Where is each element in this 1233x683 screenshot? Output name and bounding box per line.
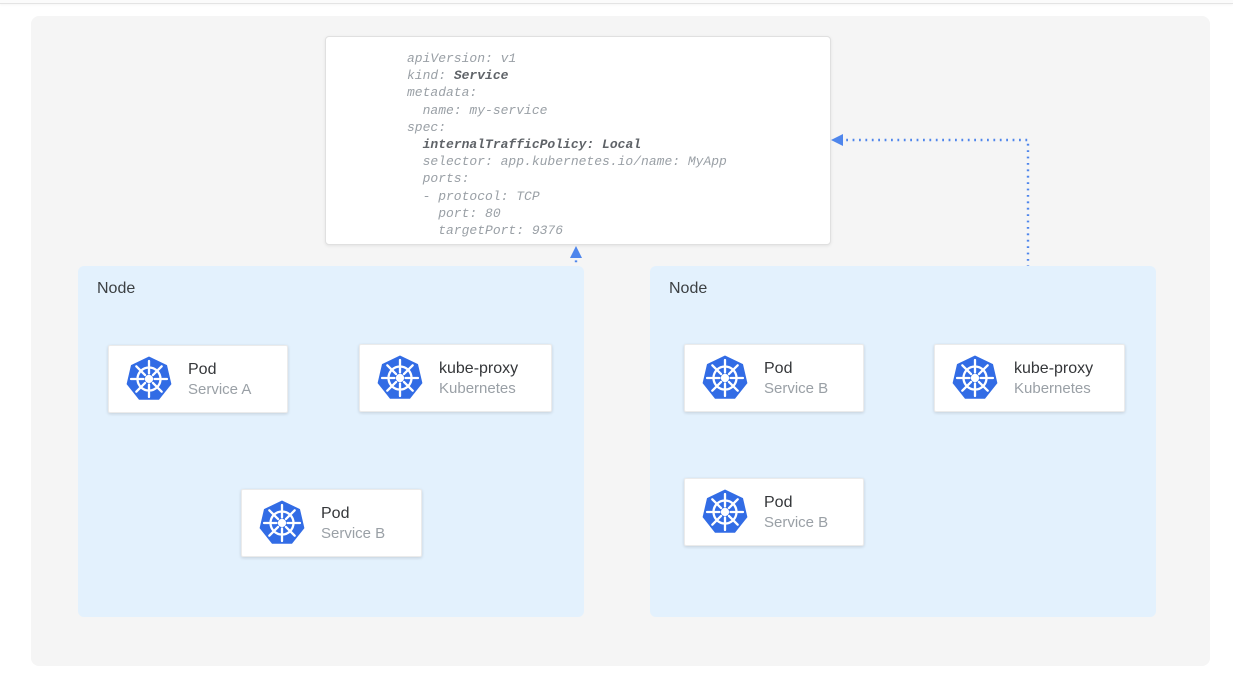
yaml-text: kind: bbox=[407, 68, 454, 84]
yaml-line: spec: bbox=[407, 119, 820, 136]
yaml-text: spec: bbox=[407, 119, 447, 135]
kubernetes-icon-wrap bbox=[377, 355, 423, 401]
yaml-text: apiVersion: v1 bbox=[407, 51, 517, 66]
kubernetes-icon bbox=[952, 355, 998, 399]
kubernetes-icon-wrap bbox=[702, 489, 748, 535]
yaml-keyword-bold: Service bbox=[453, 68, 509, 84]
kubernetes-icon bbox=[377, 355, 423, 399]
yaml-keyword-bold: internalTrafficPolicy: Local bbox=[422, 137, 642, 153]
card-subtitle: Service A bbox=[188, 380, 252, 398]
card-title: Pod bbox=[764, 359, 793, 377]
card-title: Pod bbox=[764, 493, 793, 511]
yaml-line: - protocol: TCP bbox=[407, 188, 820, 205]
card-title: kube-proxy bbox=[1014, 359, 1094, 377]
kubernetes-icon-wrap bbox=[702, 355, 748, 401]
card-subtitle: Kubernetes bbox=[439, 379, 516, 397]
card-title: Pod bbox=[321, 504, 350, 522]
yaml-line: metadata: bbox=[407, 84, 820, 101]
yaml-text: name: my-service bbox=[407, 102, 548, 118]
yaml-text: selector: app.kubernetes.io/name: MyApp bbox=[407, 154, 727, 170]
yaml-line: ports: bbox=[407, 170, 820, 187]
top-toolbar-edge bbox=[0, 0, 1233, 4]
card-subtitle: Service B bbox=[764, 379, 829, 397]
yaml-line: name: my-service bbox=[407, 102, 820, 119]
yaml-line: targetPort: 9376 bbox=[407, 222, 820, 239]
kubernetes-icon bbox=[126, 356, 172, 400]
yaml-line: apiVersion: v1 bbox=[407, 50, 820, 67]
yaml-text: metadata: bbox=[407, 85, 478, 101]
yaml-line: internalTrafficPolicy: Local bbox=[407, 136, 820, 153]
kubernetes-icon bbox=[259, 500, 305, 544]
kubernetes-icon-wrap bbox=[259, 500, 305, 546]
kubernetes-icon bbox=[702, 355, 748, 399]
yaml-text: targetPort: 9376 bbox=[407, 223, 564, 239]
kubernetes-icon bbox=[702, 489, 748, 533]
yaml-text bbox=[407, 137, 423, 152]
kubernetes-icon-wrap bbox=[952, 355, 998, 401]
card-title: Pod bbox=[188, 360, 217, 378]
yaml-line: port: 80 bbox=[407, 205, 820, 222]
yaml-line: selector: app.kubernetes.io/name: MyApp bbox=[407, 153, 820, 170]
card-subtitle: Service B bbox=[764, 513, 829, 531]
node-label: Node bbox=[97, 280, 136, 297]
card-title: kube-proxy bbox=[439, 359, 519, 377]
yaml-text: port: 80 bbox=[407, 205, 501, 221]
yaml-line: kind: Service bbox=[407, 67, 820, 84]
yaml-text: ports: bbox=[407, 171, 470, 187]
kubernetes-icon-wrap bbox=[126, 356, 172, 402]
card-subtitle: Kubernetes bbox=[1014, 379, 1091, 397]
node-label: Node bbox=[669, 280, 708, 297]
card-subtitle: Service B bbox=[321, 524, 386, 542]
yaml-text: - protocol: TCP bbox=[407, 188, 540, 204]
